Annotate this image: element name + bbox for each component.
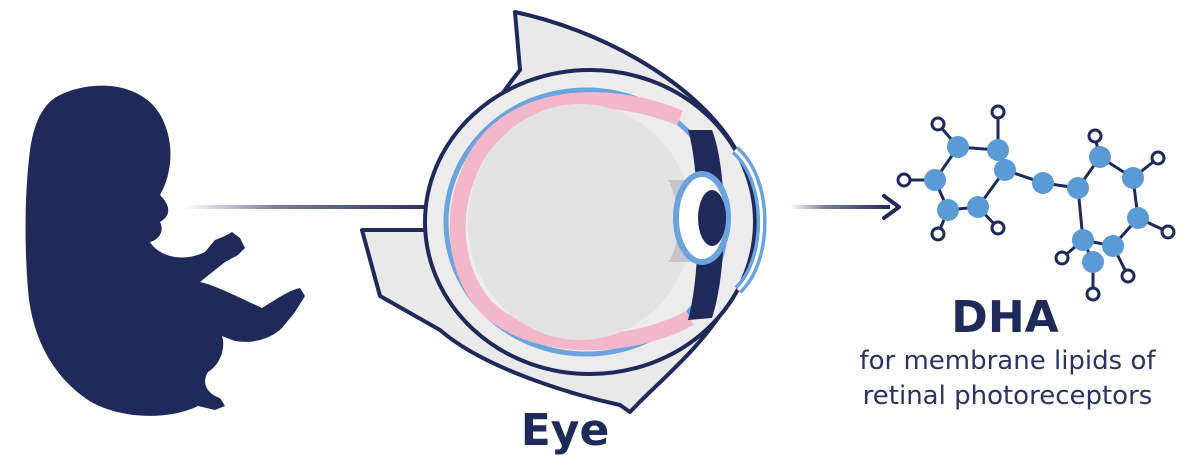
dha-caption-line-2: retinal photoreceptors (835, 381, 1180, 411)
eye-cross-section-icon (362, 12, 762, 412)
dha-label: DHA (930, 292, 1080, 343)
dha-molecule-icon (898, 106, 1174, 300)
eye-label: Eye (505, 405, 625, 456)
fetus-icon (26, 86, 305, 416)
arrow-right-icon (790, 196, 899, 218)
dha-caption-line-1: for membrane lipids of (835, 346, 1180, 376)
arrow-right-icon (185, 196, 452, 218)
